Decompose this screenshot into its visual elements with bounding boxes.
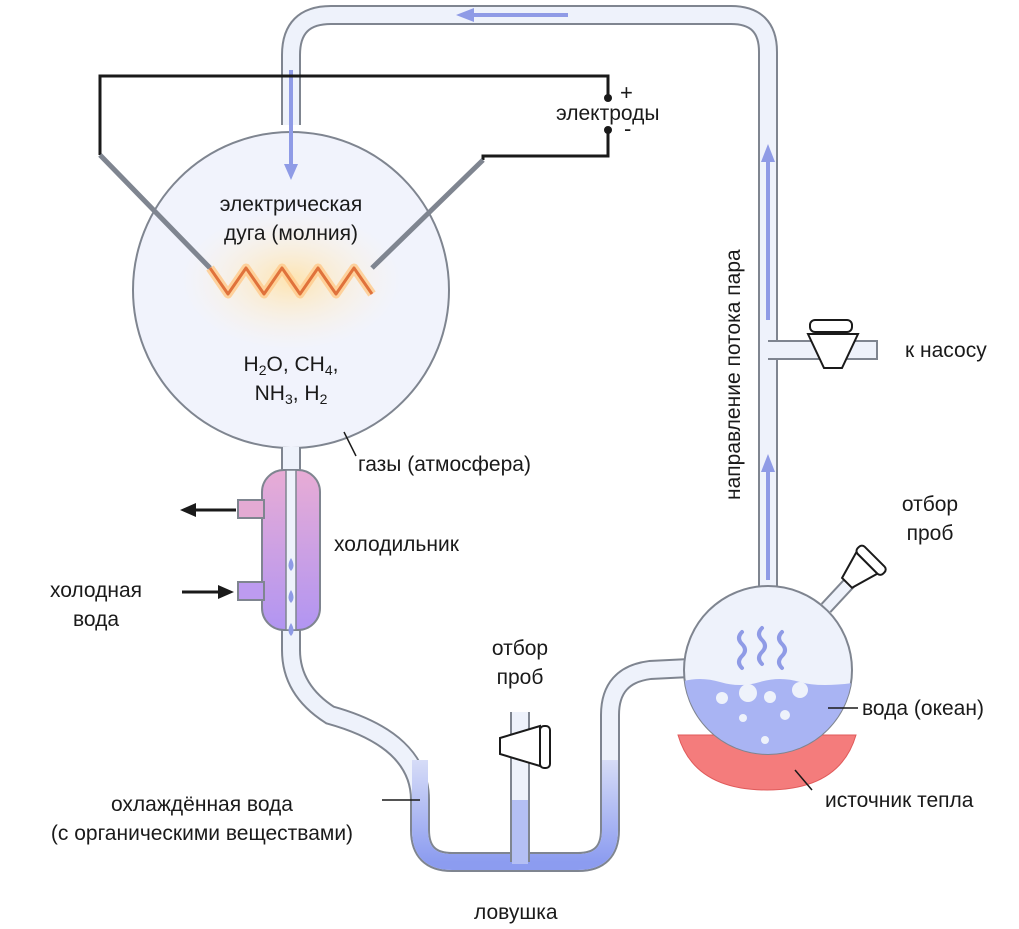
arc-label-line1: электрическая [219,193,363,216]
arc-label-line2: дуга (молния) [223,222,359,245]
water-ocean-label: вода (океан) [862,697,984,720]
vapor-flow-label: направление потока пара [722,249,745,500]
flask-sampling-line1: отбор [901,493,959,516]
trap-sampling-label: отбор проб [470,634,570,692]
formula-text: , [332,353,339,376]
to-pump-label: к насосу [905,339,987,362]
heat-source [677,734,857,791]
cooled-water-line2: (с органическими веществами) [50,822,354,845]
electrode-wire-minus [481,130,610,160]
electrodes-label: электроды [556,102,660,125]
cooled-water-label: охлаждённая вода (с органическими вещест… [16,790,388,848]
formula-text: NH [254,382,285,405]
pump-stopcock [806,319,860,369]
condenser-label: холодильник [334,533,459,556]
trap-label: ловушка [474,901,558,924]
formula-text: H [243,353,259,376]
formula-subscript: 2 [258,362,267,378]
gas-formula-line2: NH3, H2 [211,379,371,408]
cold-water-line2: вода [72,608,120,631]
flask-sampling-line2: проб [906,522,954,545]
flask-sampling-label: отбор проб [880,490,980,548]
cold-water-line1: холодная [49,579,143,602]
trap-stopcock [499,724,541,768]
gases-label: газы (атмосфера) [358,453,531,476]
cooled-water-line1: охлаждённая вода [110,793,293,816]
cold-water-label: холодная вода [36,576,156,634]
gas-formula-line1: H2O, CH4, [211,350,371,379]
minus-sign: - [624,116,632,141]
formula-subscript: 3 [284,391,293,407]
formula-text: , H [292,382,320,405]
trap-sampling-line2: проб [496,666,544,689]
formula-subscript: 4 [324,362,333,378]
electrode-wire-plus [98,74,610,155]
heat-source-label: источник тепла [825,789,974,812]
flask-stopcock [840,544,887,590]
gas-formula: H2O, CH4, NH3, H2 [211,350,371,408]
trap-sampling-line1: отбор [491,637,549,660]
arc-label: электрическая дуга (молния) [191,190,391,248]
plus-sign: + [620,80,633,105]
formula-text: O, CH [266,353,325,376]
formula-subscript: 2 [319,391,328,407]
